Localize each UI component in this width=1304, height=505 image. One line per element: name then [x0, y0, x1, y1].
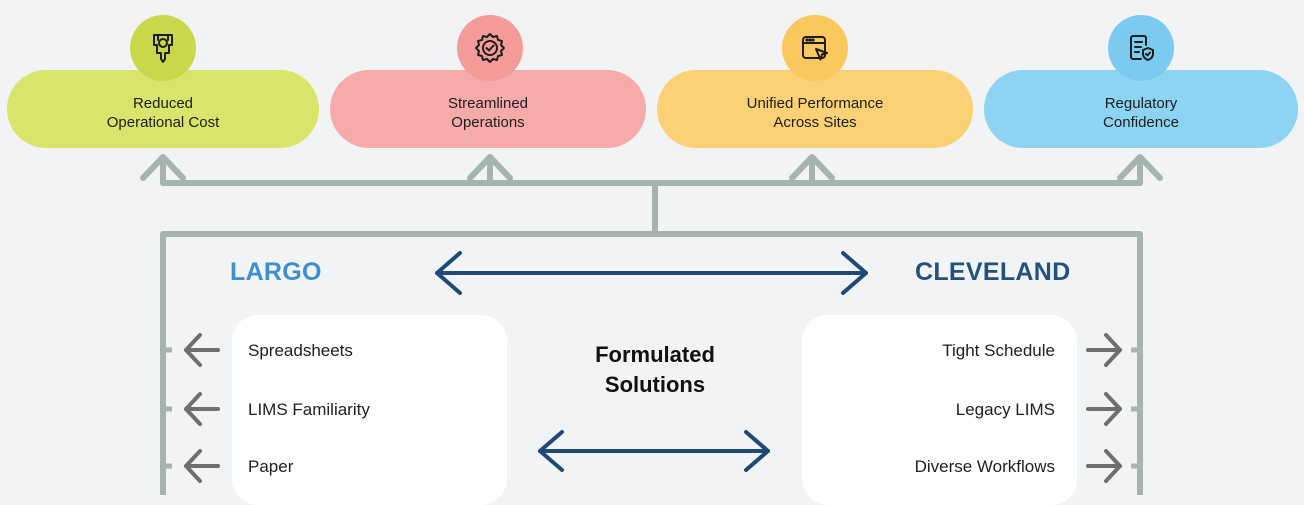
list-item: Diverse Workflows	[914, 457, 1055, 476]
benefit-pill-unified: Unified Performance Across Sites	[657, 70, 973, 148]
benefit-label: Reduced Operational Cost	[106, 95, 220, 131]
benefit-pill-reduced-cost: Reduced Operational Cost	[7, 70, 319, 148]
list-item: Legacy LIMS	[955, 400, 1055, 419]
formulated-solutions-title: Formulated Solutions	[595, 342, 715, 397]
largo-current-state-card: Spreadsheets LIMS Familiarity Paper	[232, 315, 507, 505]
up-arrow-1	[140, 154, 186, 181]
gear-check-icon	[457, 15, 523, 81]
up-arrow-2	[467, 154, 513, 181]
browser-cursor-icon	[782, 15, 848, 81]
lower-frame	[160, 231, 1143, 495]
list-item: LIMS Familiarity	[248, 400, 370, 419]
benefit-pill-regulatory: Regulatory Confidence	[984, 70, 1298, 148]
up-arrow-4	[1117, 154, 1163, 181]
benefit-pill-streamlined: Streamlined Operations	[330, 70, 646, 148]
cleveland-current-state-card: Tight Schedule Legacy LIMS Diverse Workf…	[802, 315, 1077, 505]
document-shield-icon	[1108, 15, 1174, 81]
list-item: Spreadsheets	[248, 341, 353, 360]
site-name-cleveland: CLEVELAND	[915, 258, 1071, 286]
benefit-label: Streamlined Operations	[447, 95, 529, 131]
list-item: Paper	[248, 457, 294, 476]
site-name-largo: LARGO	[230, 258, 322, 286]
benefit-label: Regulatory Confidence	[1103, 95, 1179, 131]
list-item: Tight Schedule	[942, 341, 1055, 360]
benefit-label: Unified Performance Across Sites	[746, 95, 884, 131]
cost-down-icon	[130, 15, 196, 81]
up-arrow-3	[789, 154, 835, 181]
